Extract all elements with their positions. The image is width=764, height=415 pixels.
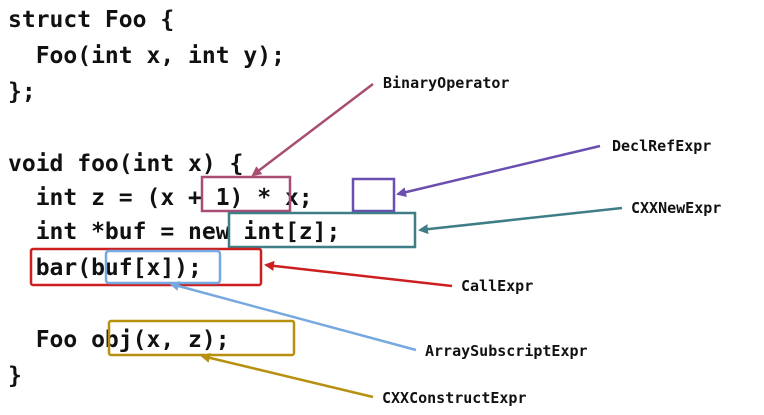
call-expr-arrow [264,260,453,288]
decl-ref-expr-label: DeclRefExpr [612,137,712,155]
call-expr-label: CallExpr [461,277,534,295]
cxx-new-expr-box [227,211,417,249]
cxx-new-expr-arrow [418,206,623,235]
code-line-1: struct Foo { [8,7,175,33]
call-expr-box [29,247,263,287]
array-subscript-expr-arrow [169,281,417,352]
binary-operator-arrow [251,83,374,177]
code-line-2: Foo(int x, int y); [8,43,285,69]
code-line-8: bar(buf[x]); [8,255,202,281]
decl-ref-expr-arrow [396,144,601,198]
cxx-construct-expr-label: CXXConstructExpr [382,389,527,407]
decl-ref-expr-box [351,177,396,213]
binary-operator-label: BinaryOperator [383,74,510,92]
code-line-10: Foo obj(x, z); [8,327,230,353]
array-subscript-expr-label: ArraySubscriptExpr [425,342,588,360]
cxx-construct-expr-box [107,319,296,357]
cxx-construct-expr-arrow [200,353,374,399]
cxx-new-expr-label: CXXNewExpr [631,199,722,217]
binary-operator-box [200,175,292,213]
array-subscript-expr-box [104,249,222,285]
code-line-11: } [8,363,22,389]
code-line-3: }; [8,79,36,105]
code-line-5: void foo(int x) { [8,151,244,177]
code-line-7: int *buf = new int[z]; [8,219,341,245]
